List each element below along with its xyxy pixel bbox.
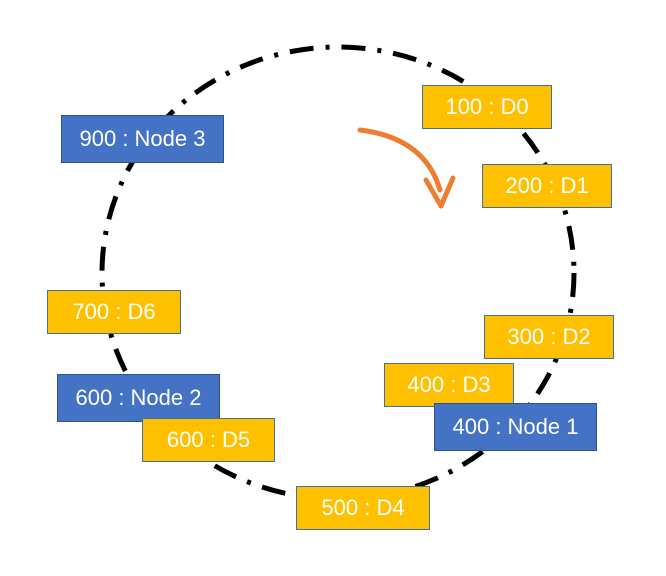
data-item-label: 600 : D5 (166, 427, 251, 452)
data-item-d1: 200 : D1 (482, 164, 612, 208)
data-item-label: 300 : D2 (507, 324, 591, 349)
node-label: 400 : Node 1 (452, 414, 579, 439)
data-item-d5: 600 : D5 (142, 418, 275, 462)
data-item-d6: 700 : D6 (47, 290, 181, 334)
hash-ring-circle (99, 44, 577, 502)
node-3: 900 : Node 3 (61, 115, 224, 163)
data-item-d3: 400 : D3 (384, 363, 514, 407)
data-item-label: 700 : D6 (72, 299, 156, 324)
data-item-label: 500 : D4 (321, 495, 405, 520)
clockwise-arrow-icon (357, 127, 456, 209)
data-item-d2: 300 : D2 (484, 315, 614, 359)
node-label: 900 : Node 3 (79, 126, 206, 151)
data-item-d4: 500 : D4 (296, 486, 430, 530)
data-item-label: 200 : D1 (505, 173, 589, 198)
data-item-d0: 100 : D0 (422, 85, 552, 129)
data-item-label: 400 : D3 (407, 372, 491, 397)
node-1: 400 : Node 1 (434, 403, 597, 451)
node-label: 600 : Node 2 (75, 385, 202, 410)
data-item-label: 100 : D0 (445, 94, 529, 119)
node-2: 600 : Node 2 (57, 374, 220, 422)
